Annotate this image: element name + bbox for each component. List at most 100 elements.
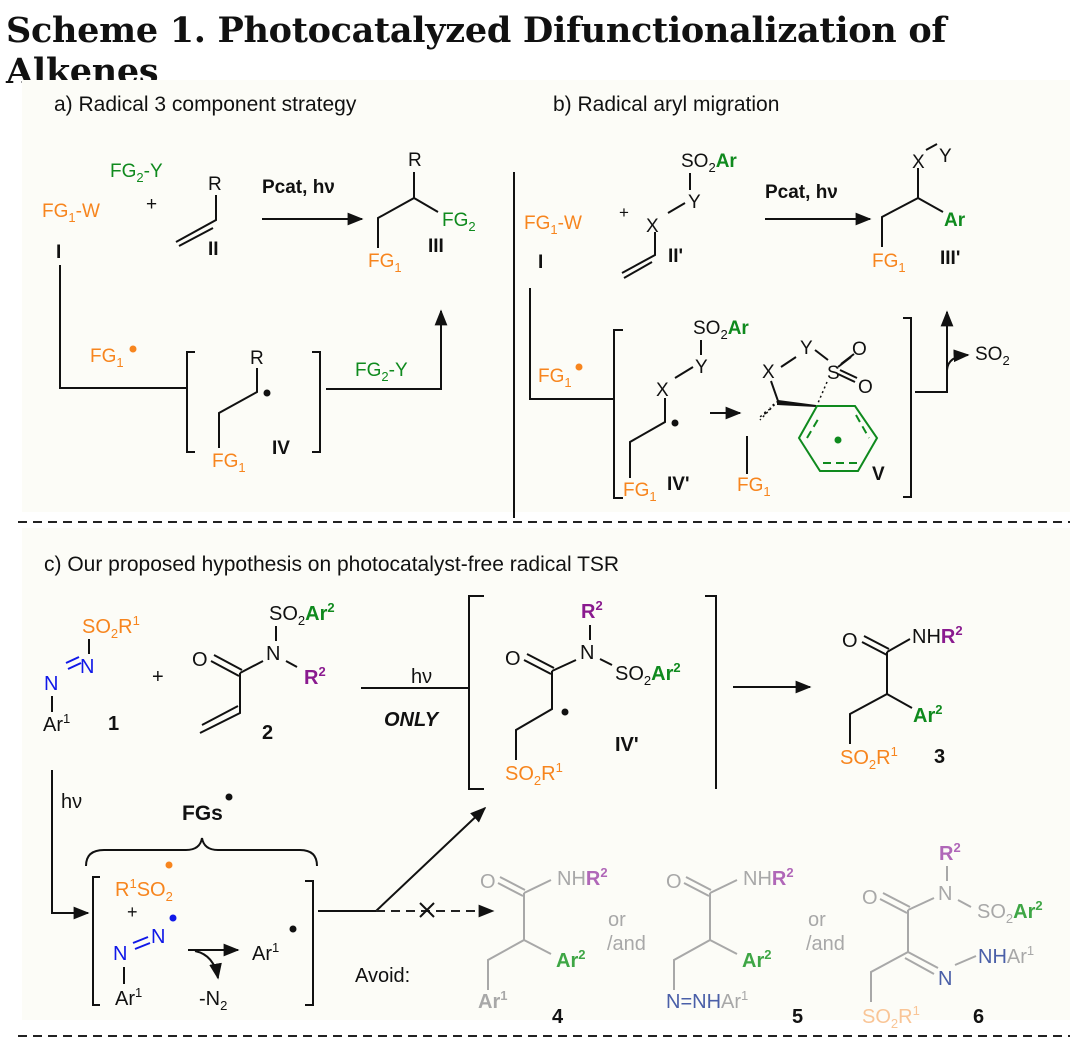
radical-ar1: Ar1 <box>115 985 142 1010</box>
radical-dot <box>834 436 842 444</box>
product-r-group: R <box>408 150 422 171</box>
p6-o: O <box>862 887 878 909</box>
label-II: II <box>208 239 219 260</box>
p5-o: O <box>666 871 682 893</box>
label-2: 2 <box>262 722 273 744</box>
int-bonds <box>629 340 702 478</box>
reagent-fg1-w: FG1-W <box>524 213 582 237</box>
trap-arrow <box>326 309 448 390</box>
int-o: O <box>505 648 521 670</box>
spiro-o2: O <box>858 377 873 398</box>
p5-azo: N=NHAr1 <box>666 988 748 1013</box>
radical-n-aryl: N <box>113 943 127 965</box>
int-y: Y <box>695 357 708 378</box>
and-text-1: /and <box>607 933 646 955</box>
bracket-left <box>613 329 623 499</box>
radical-dot <box>165 861 173 869</box>
panel-b-heading: b) Radical aryl migration <box>553 93 779 116</box>
label-II-prime: II' <box>668 246 683 267</box>
avoid-label: Avoid: <box>355 965 410 987</box>
photolysis-hv: hν <box>61 791 82 813</box>
plus-sign: + <box>146 194 157 215</box>
label-V: V <box>872 464 885 485</box>
p4-nhr2: NHR2 <box>557 865 608 890</box>
int-bonds <box>515 653 613 760</box>
label-IV-prime: IV' <box>615 734 639 756</box>
substrate-y: Y <box>688 192 701 213</box>
delocalized-bonds <box>806 414 870 464</box>
product-ar: Ar <box>944 210 966 231</box>
condition-hv: hν <box>411 666 432 688</box>
radical-dot <box>289 925 297 933</box>
or-text-2: or <box>808 909 826 931</box>
curly-brace <box>85 837 318 867</box>
radical-r1so2: R1SO2 <box>115 876 173 904</box>
bracket-left <box>186 351 195 453</box>
spiro-s: S <box>827 363 840 384</box>
int-n: N <box>580 642 594 664</box>
photolysis-arrow <box>51 770 90 920</box>
substrate-x: X <box>646 216 659 237</box>
bracket-left <box>92 876 100 1006</box>
p4-bonds <box>487 876 552 990</box>
panel-ab-background <box>22 80 1070 512</box>
azo-double-bond <box>65 656 82 670</box>
p4-o: O <box>480 871 496 893</box>
conditions-pcat-hv: Pcat, hν <box>262 177 335 198</box>
spiro-y: Y <box>800 338 813 359</box>
label-1: 1 <box>108 713 119 735</box>
or-text-1: or <box>608 909 626 931</box>
radical-dot <box>671 419 679 427</box>
pathway-line-left <box>59 265 186 389</box>
cmp2-n: N <box>266 643 280 665</box>
product-x: X <box>912 152 925 173</box>
label-IV-prime: IV' <box>667 474 689 495</box>
azo-double-bond <box>132 936 151 950</box>
cmp2-bonds <box>199 654 298 734</box>
intermediate-r-group: R <box>250 348 264 369</box>
spiro-x: X <box>762 362 775 383</box>
conditions-pcat-hv: Pcat, hν <box>765 182 838 203</box>
panel-b: b) Radical aryl migration FG1-W I + SO2A… <box>524 93 1010 504</box>
cmp1-n-sulfonyl: N <box>80 656 94 678</box>
panel-c-background <box>22 528 1070 1020</box>
panel-c: c) Our proposed hypothesis on photocatal… <box>43 553 1043 1031</box>
alkene-r-group: R <box>208 174 222 195</box>
panel-a-heading: a) Radical 3 component strategy <box>54 93 357 116</box>
label-I: I <box>56 242 61 263</box>
panel-c-heading: c) Our proposed hypothesis on photocatal… <box>44 553 619 576</box>
substrate-bonds <box>621 173 691 279</box>
cmp1-n-aryl: N <box>44 673 58 695</box>
bracket-right <box>305 880 314 1006</box>
panel-a: a) Radical 3 component strategy FG2-Y FG… <box>42 93 476 475</box>
radical-dot <box>129 345 137 353</box>
bracket-left <box>468 595 484 790</box>
int-x: X <box>656 380 669 401</box>
radical-dot <box>169 914 177 922</box>
and-text-2: /and <box>806 933 845 955</box>
prod-bonds <box>849 635 913 744</box>
radical-n-terminal: N <box>151 926 165 948</box>
radicals-label: FGs <box>182 802 223 825</box>
hash-bond <box>757 400 779 421</box>
label-6: 6 <box>973 1006 984 1028</box>
label-I: I <box>538 252 543 273</box>
product-arrow <box>915 310 954 393</box>
prod-nhr2: NHR2 <box>912 623 963 648</box>
cmp2-o: O <box>192 649 208 671</box>
alkene-bonds <box>175 195 217 247</box>
p6-n-imine: N <box>938 968 952 990</box>
radical-dot <box>561 708 569 716</box>
radical-dot <box>575 363 583 371</box>
spiro-o1: O <box>852 339 867 360</box>
p5-nhr2: NHR2 <box>743 865 794 890</box>
product-bonds <box>881 143 944 247</box>
spiro-fg1: FG1 <box>737 475 771 499</box>
condition-only: ONLY <box>384 709 440 731</box>
p6-bonds <box>870 892 977 1002</box>
n2-loss-arrow <box>194 950 222 980</box>
scheme-title: Scheme 1. Photocatalyzed Difunctionaliza… <box>6 10 947 92</box>
product-y: Y <box>939 146 952 167</box>
product-bonds <box>377 172 439 248</box>
